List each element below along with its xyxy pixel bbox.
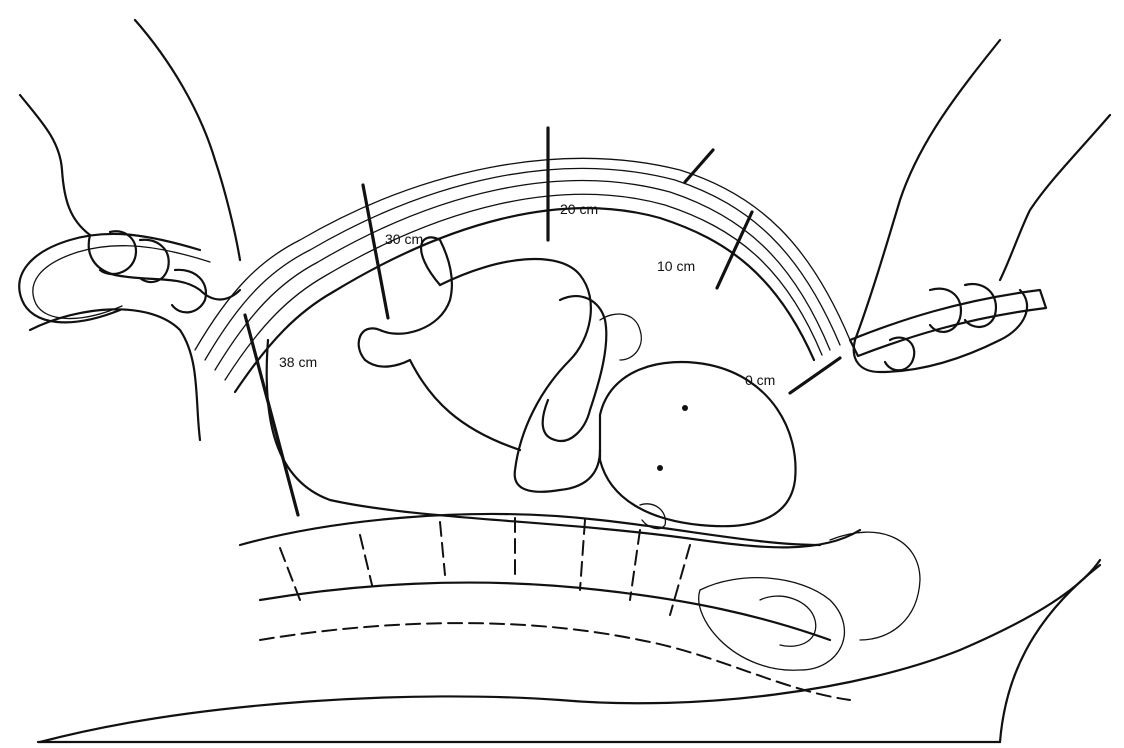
measuring-tape-right — [850, 290, 1046, 356]
fetus-body — [440, 259, 600, 492]
lower-abdomen-outline — [1000, 565, 1100, 742]
measurement-marks — [245, 128, 840, 515]
right-hand — [854, 40, 1110, 372]
fetus-leg — [359, 237, 520, 450]
fetus-arm — [543, 296, 607, 441]
left-hand — [20, 20, 240, 312]
fetus — [359, 237, 796, 528]
spine — [240, 514, 850, 700]
left-hip-outline — [30, 309, 200, 440]
label-10cm: 10 cm — [657, 258, 695, 274]
pelvic-organs — [699, 578, 845, 671]
marker-0cm — [790, 358, 840, 393]
label-30cm: 30 cm — [385, 231, 423, 247]
label-0cm: 0 cm — [745, 372, 775, 388]
label-20cm: 20 cm — [560, 201, 598, 217]
label-38cm: 38 cm — [279, 354, 317, 370]
marker-30cm — [363, 185, 388, 318]
